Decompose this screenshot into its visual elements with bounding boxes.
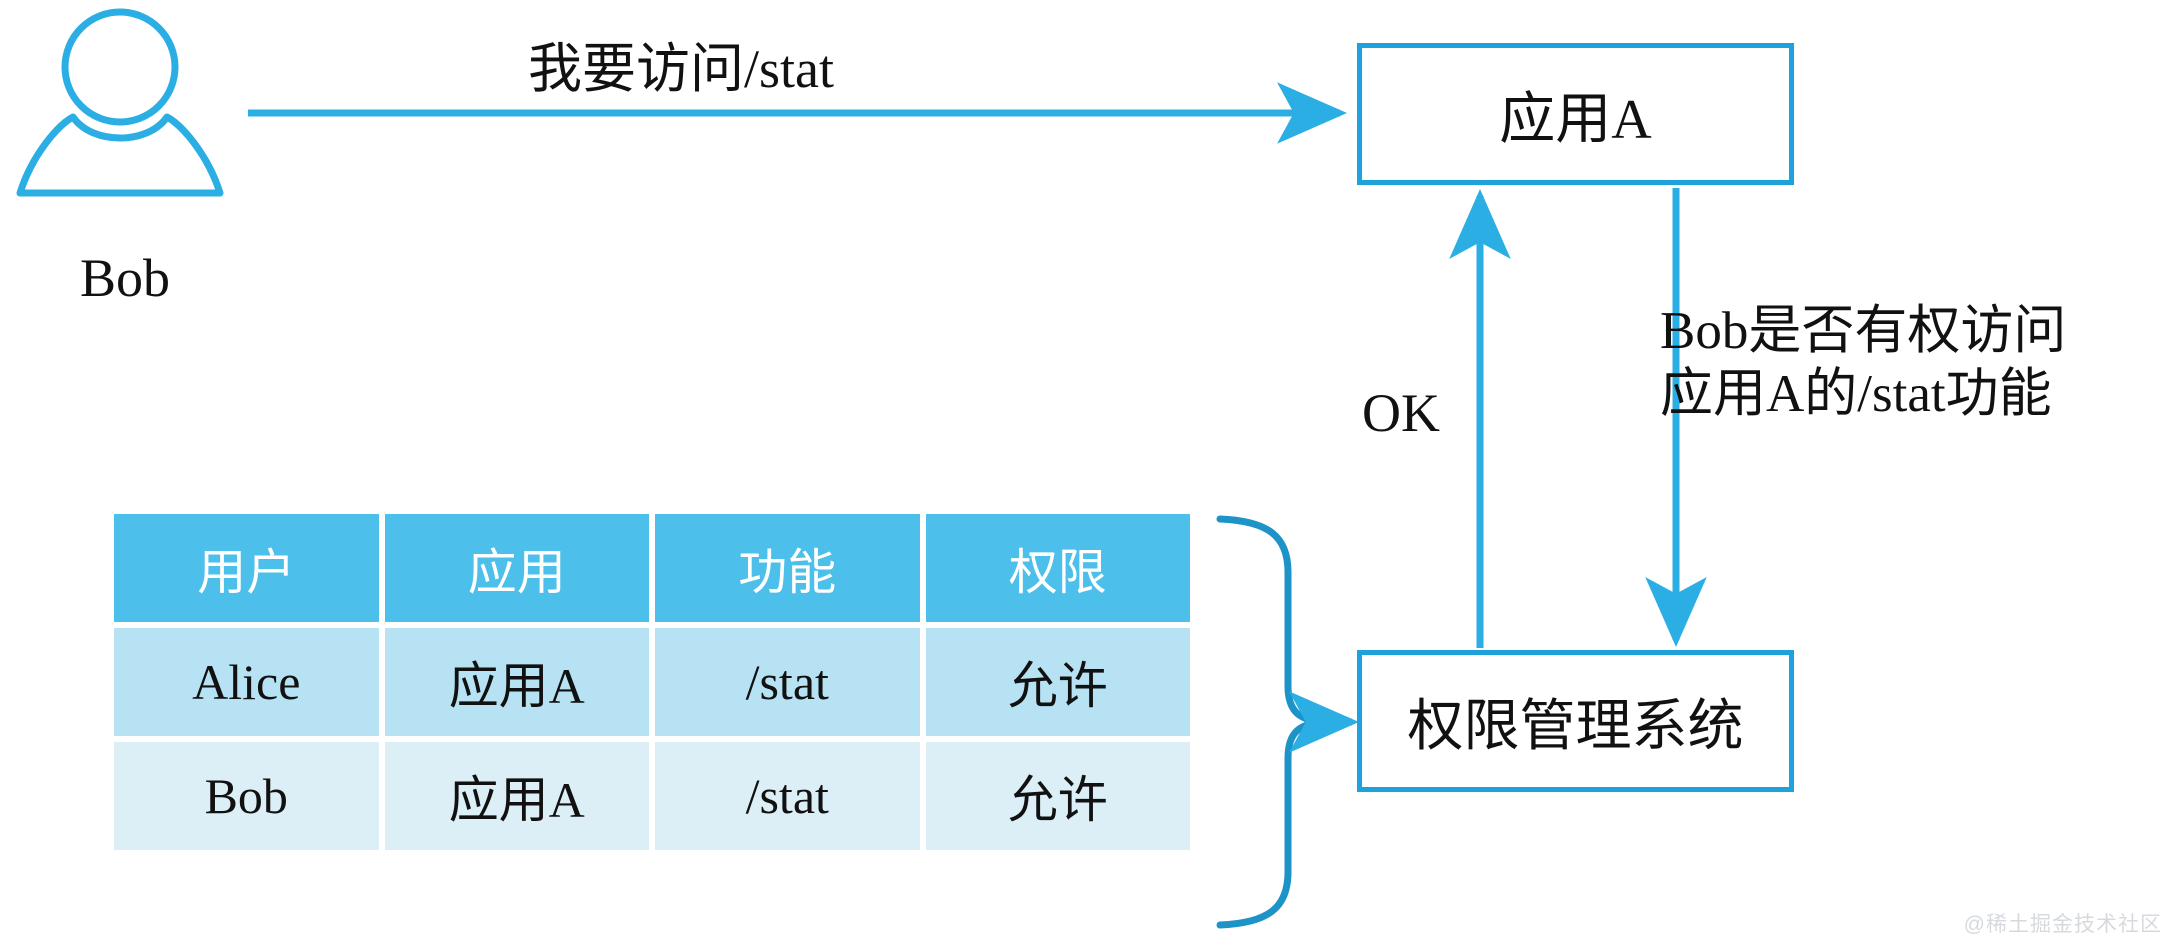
table-cell: 应用A xyxy=(384,628,649,736)
table-header-cell: 应用 xyxy=(384,514,649,622)
query-flow-label-line1: Bob是否有权访问 xyxy=(1660,302,2067,360)
table-cell: Bob xyxy=(114,742,379,850)
table-row: Alice 应用A /stat 允许 xyxy=(114,628,1190,736)
table-cell: /stat xyxy=(655,628,920,736)
table-cell: 允许 xyxy=(925,628,1190,736)
table-header-row: 用户 应用 功能 权限 xyxy=(114,514,1190,622)
table-cell: 允许 xyxy=(925,742,1190,850)
request-flow-label: 我要访问/stat xyxy=(528,39,834,99)
node-permission-system[interactable]: 权限管理系统 xyxy=(1357,650,1794,792)
brace-connector xyxy=(1216,515,1359,929)
permission-table: 用户 应用 功能 权限 Alice 应用A /stat 允许 Bob 应用A /… xyxy=(108,508,1196,856)
watermark: @稀土掘金技术社区 xyxy=(1963,913,2162,936)
table-row: Bob 应用A /stat 允许 xyxy=(114,742,1190,850)
node-application-a[interactable]: 应用A xyxy=(1357,43,1794,185)
person-icon xyxy=(16,8,224,197)
query-flow-label: Bob是否有权访问 应用A的/stat功能 xyxy=(1660,300,2066,425)
ok-flow-label: OK xyxy=(1362,383,1440,443)
table-cell: Alice xyxy=(114,628,379,736)
actor-label: Bob xyxy=(80,248,171,308)
table-header-cell: 功能 xyxy=(655,514,920,622)
table-header-cell: 权限 xyxy=(925,514,1190,622)
table-cell: /stat xyxy=(655,742,920,850)
table-header-cell: 用户 xyxy=(114,514,379,622)
query-flow-label-line2: 应用A的/stat功能 xyxy=(1660,364,2052,423)
table-cell: 应用A xyxy=(384,742,649,850)
